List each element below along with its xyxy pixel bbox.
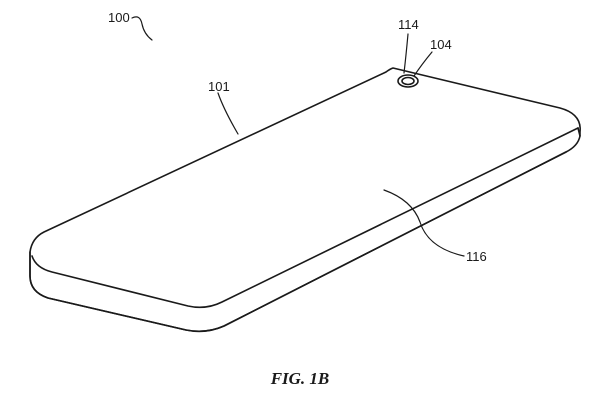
device-top-face xyxy=(29,67,581,333)
device-front-side-wall xyxy=(29,151,567,333)
ref-label-aperture: 104 xyxy=(430,37,452,52)
ref-label-aperture-rim: 114 xyxy=(398,17,419,32)
ref-label-side-edge: 101 xyxy=(208,79,230,94)
ref-label-front-surface: 116 xyxy=(466,249,487,264)
figure-caption: FIG. 1B xyxy=(270,369,330,388)
leader-100 xyxy=(131,16,153,41)
aperture-inner xyxy=(401,76,415,86)
leader-101 xyxy=(217,92,239,135)
device-right-side-wall xyxy=(577,127,581,137)
device-side-edge-inner xyxy=(31,127,579,309)
leader-116 xyxy=(383,189,465,257)
aperture-outer xyxy=(397,74,419,88)
ref-label-device: 100 xyxy=(108,10,130,25)
leader-114 xyxy=(403,33,409,74)
leader-104 xyxy=(413,51,433,77)
